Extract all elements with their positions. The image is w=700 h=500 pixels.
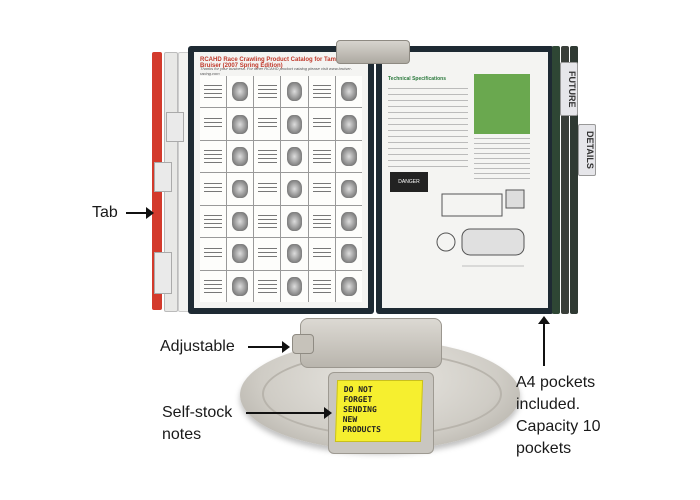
left-tab[interactable] [154,252,172,294]
top-clip [336,40,410,64]
label-adjustable: Adjustable [160,338,235,355]
catalog-product-text [254,270,281,302]
catalog-product-image [281,108,308,140]
catalog-product-image [281,238,308,270]
label-self-stock-notes: Self-stock notes [162,404,233,443]
catalog-product-text [308,173,335,205]
note-line: NEW [342,415,358,424]
green-pocket-edge [552,46,560,314]
catalog-product-image [281,76,308,108]
catalog-product-text [200,108,227,140]
catalog-product-image [335,205,362,238]
notes-arrow [246,407,332,419]
catalog-product-text [200,76,227,108]
left-tab[interactable] [166,112,184,142]
left-tab[interactable] [154,162,172,192]
catalog-product-text [308,205,335,238]
label-a4-pockets: A4 pockets included. Capacity 10 pockets [516,374,601,457]
catalog-product-text [254,238,281,270]
dark-pocket-edge [561,46,569,314]
catalog-product-text [254,205,281,238]
catalog-product-text [200,238,227,270]
spec-text-lines [388,88,468,168]
catalog-product-image [227,108,254,140]
catalog-product-image [227,270,254,302]
catalog-product-text [200,205,227,238]
catalog-product-text [254,173,281,205]
catalog-grid [200,76,362,302]
left-pocket-edges [150,52,190,312]
adjustable-arrow [248,341,290,353]
sticky-note[interactable]: DO NOT FORGET SENDING NEW PRODUCTS [334,380,424,442]
a4-arrow [538,316,550,366]
spec-pocket[interactable]: Technical Specifications DANGER [376,46,554,314]
catalog-product-image [335,108,362,140]
catalog-product-image [227,173,254,205]
catalog-product-text [308,238,335,270]
catalog-product-text [254,140,281,173]
catalog-product-image [335,173,362,205]
catalog-product-image [281,140,308,173]
catalog-product-text [200,140,227,173]
catalog-product-image [227,238,254,270]
spec-sheet: Technical Specifications DANGER [382,52,548,308]
catalog-product-text [254,76,281,108]
catalog-product-image [335,270,362,302]
danger-sign: DANGER [390,172,428,192]
catalog-product-image [281,173,308,205]
catalog-product-text [254,108,281,140]
catalog-product-text [308,76,335,108]
note-line: PRODUCTS [342,425,382,434]
tab-details[interactable]: DETAILS [578,124,596,176]
note-line: FORGET [343,395,373,404]
catalog-sheet: RCAHD Race Crawling Product Catalog for … [194,52,368,308]
catalog-product-text [200,173,227,205]
catalog-product-image [281,270,308,302]
catalog-product-image [227,76,254,108]
spec-heading: Technical Specifications [388,76,446,82]
catalog-product-text [308,108,335,140]
catalog-product-image [227,205,254,238]
catalog-product-text [308,270,335,302]
right-pocket-edges [552,46,582,314]
note-line: SENDING [342,405,377,414]
spec-table [474,138,530,182]
catalog-product-text [308,140,335,173]
adjustable-hinge[interactable] [300,318,442,368]
catalog-product-image [335,140,362,173]
dark-pocket-edge [570,46,578,314]
spec-green-panel [474,74,530,134]
technical-drawing [436,189,525,267]
label-tab: Tab [92,204,118,221]
catalog-product-image [227,140,254,173]
catalog-product-image [335,238,362,270]
catalog-product-image [335,76,362,108]
catalog-product-image [281,205,308,238]
adjust-knob[interactable] [292,334,314,354]
catalog-subtitle: Thanks for your business. For other RCAH… [200,66,352,76]
catalog-title: RCAHD Race Crawling Product Catalog for … [200,57,345,69]
tab-arrow [126,207,154,219]
catalog-pocket[interactable]: RCAHD Race Crawling Product Catalog for … [188,46,374,314]
tab-future[interactable]: FUTURE [560,62,578,116]
catalog-product-text [200,270,227,302]
note-line: DO NOT [343,385,373,394]
